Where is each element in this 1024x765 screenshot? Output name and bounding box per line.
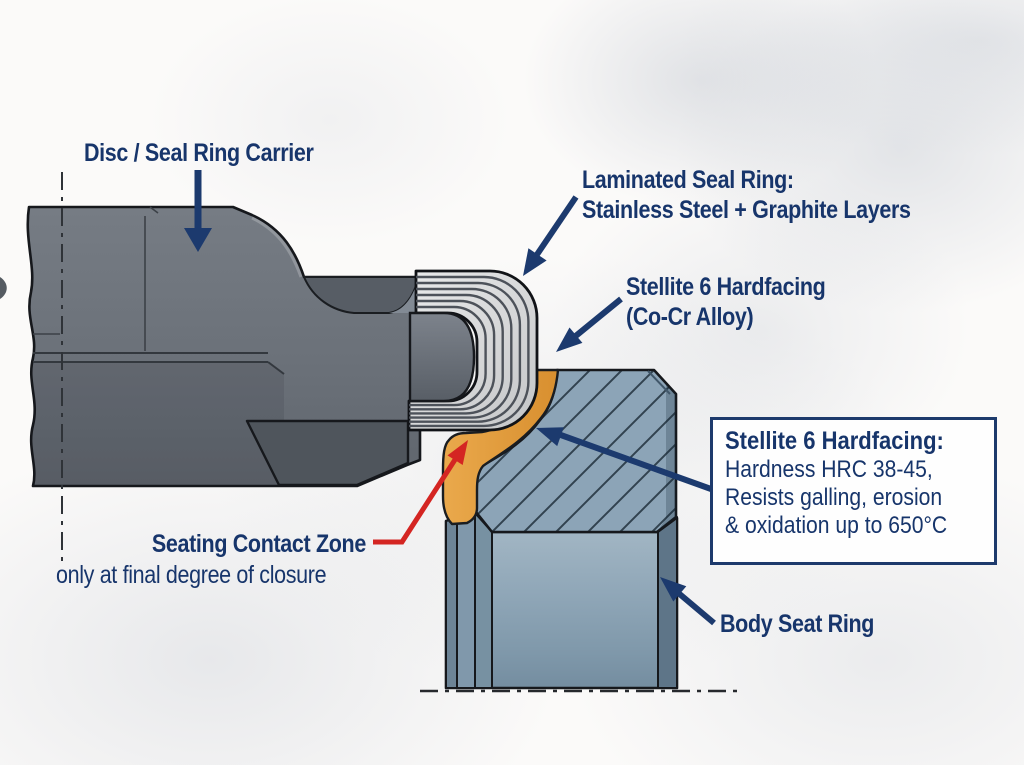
stellite-info-box: Stellite 6 Hardfacing: Hardness HRC 38-4… [710, 417, 997, 565]
ring-section-chamfer-line [647, 370, 671, 395]
disc-seal-ring-carrier [0, 205, 422, 488]
arrow-laminated-ring [523, 195, 579, 276]
arrow-body-seat-ring [660, 577, 716, 626]
laminated-seal-ring [407, 269, 539, 432]
infobox-line3: & oxidation up to 650°C [725, 512, 948, 539]
carrier-body [26, 205, 422, 488]
arrowhead-downleft-icon [556, 327, 583, 352]
carrier-groove-lip [389, 277, 419, 313]
label-stellite-line2: (Co-Cr Alloy) [626, 303, 754, 331]
arrowhead-down-icon [184, 228, 212, 252]
arrow-disc-carrier [184, 170, 212, 252]
laminate-layers [409, 275, 530, 428]
ring-left-strip-a [445, 516, 458, 689]
label-seating-contact-zone: Seating Contact Zone [151, 530, 366, 558]
ring-left-strip-b [456, 511, 476, 689]
carrier-scurve-highlight [251, 216, 303, 278]
label-body-seat-ring: Body Seat Ring [720, 610, 875, 638]
laminate-body [407, 269, 539, 432]
carrier-tongue [408, 311, 476, 403]
label-laminated-line2: Stainless Steel + Graphite Layers [582, 196, 911, 224]
arrow-seating-contact-zone [373, 440, 468, 545]
infobox-line2: Resists galling, erosion [725, 484, 943, 511]
carrier-step-chamfer [267, 361, 285, 375]
body-seat-ring-lower [444, 510, 679, 690]
label-seating-contact-sub: only at final degree of closure [56, 561, 327, 589]
left-edge-sliver [0, 277, 7, 299]
carrier-top-chamfer [149, 206, 159, 214]
carrier-step-shadow [33, 363, 284, 485]
ring-left-strip-c [474, 510, 493, 689]
label-stellite: Stellite 6 Hardfacing (Co-Cr Alloy) [626, 272, 826, 332]
arrow-stellite-label [556, 296, 623, 352]
ring-right-band [657, 516, 678, 689]
infobox-line1: Hardness HRC 38-45, [725, 456, 933, 483]
ring-section-right-shade [658, 384, 676, 531]
arrow-infobox-to-seat [536, 427, 713, 492]
label-laminated-line1: Laminated Seal Ring: [582, 166, 794, 194]
arrowhead-downleft-icon [523, 248, 547, 276]
label-disc-carrier: Disc / Seal Ring Carrier [84, 139, 314, 167]
infobox-title: Stellite 6 Hardfacing: [725, 427, 944, 455]
arrowhead-upleft-icon [660, 577, 687, 602]
annotation-arrows [184, 170, 716, 626]
body-seat-ring-section [474, 368, 678, 534]
arrowhead-left-icon [536, 427, 564, 447]
carrier-underside-block [245, 419, 410, 487]
arrowhead-upright-red-icon [447, 440, 468, 465]
label-laminated-ring: Laminated Seal Ring: Stainless Steel + G… [582, 165, 911, 225]
label-stellite-line1: Stellite 6 Hardfacing [626, 273, 826, 301]
